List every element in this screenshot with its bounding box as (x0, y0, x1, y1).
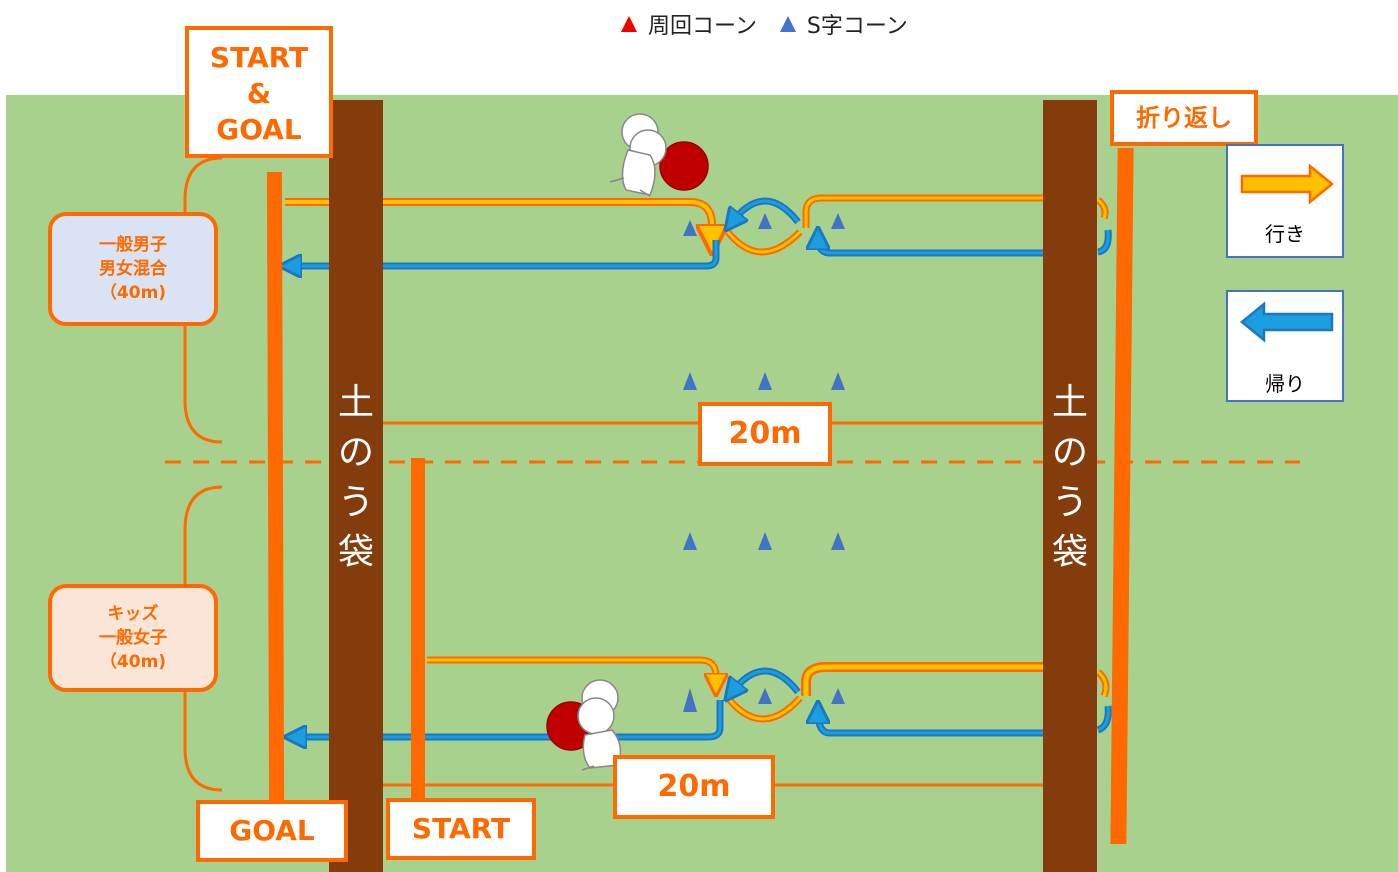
lower-lane-paths (295, 656, 1112, 737)
start-label: START (386, 798, 536, 860)
start-goal-label: START & GOAL (185, 26, 333, 158)
lap-cone-label: 周回コーン (648, 14, 757, 39)
legend-going: 行き (1226, 144, 1344, 258)
sandbag-right (1043, 100, 1097, 872)
sandbag-left (329, 100, 383, 872)
group-lower-label: キッズ 一般女子 （40m) (48, 584, 218, 692)
group-upper-label: 一般男子 男女混合 （40m) (48, 212, 218, 326)
slalom-cones (683, 213, 845, 712)
goal-label: GOAL (196, 800, 348, 862)
start-pole-lower (411, 458, 425, 800)
distance-label-lower: 20m (613, 755, 775, 819)
upper-lane-paths (285, 194, 1112, 266)
legend-return-label: 帰り (1265, 372, 1305, 396)
turnaround-label: 折り返し (1110, 90, 1258, 146)
sandbag-right-label: 土 の う 袋 (1051, 382, 1088, 573)
legend-going-label: 行き (1265, 222, 1305, 246)
distance-label-upper: 20m (698, 402, 832, 466)
sandbag-left-label: 土 の う 袋 (337, 382, 374, 573)
runner-upper (609, 113, 709, 197)
left-arrow-icon (1240, 301, 1334, 343)
cone-legend: 周回コーン S字コーン (620, 6, 908, 42)
red-cone-icon (621, 16, 637, 32)
legend-return: 帰り (1226, 290, 1344, 402)
slalom-cone-label: S字コーン (806, 14, 908, 39)
blue-cone-icon (779, 16, 796, 32)
runner-lower (546, 679, 631, 771)
start-goal-pole (266, 172, 285, 800)
right-arrow-icon (1240, 163, 1334, 205)
